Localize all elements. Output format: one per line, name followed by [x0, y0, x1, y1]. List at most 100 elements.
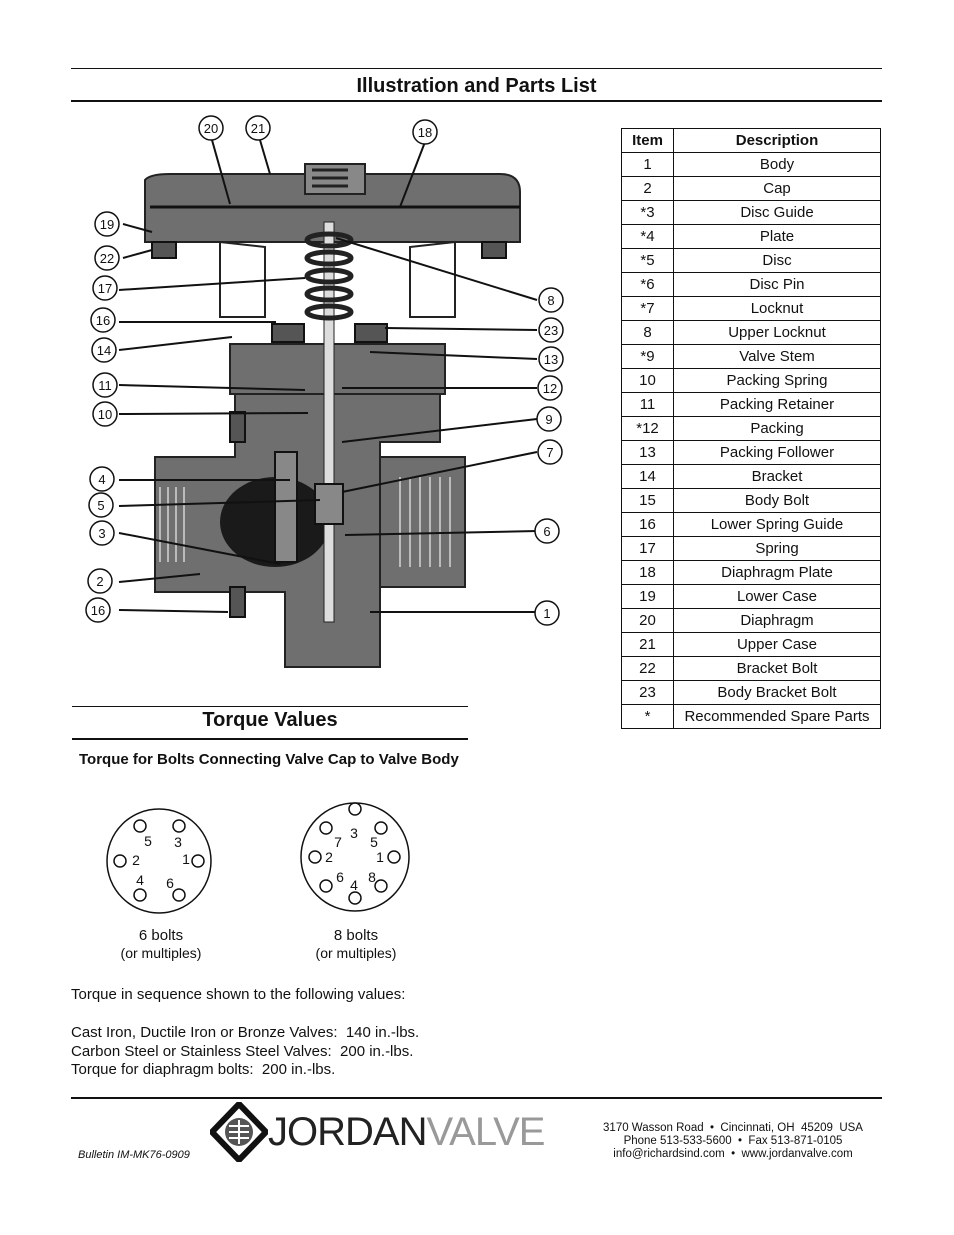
item-number: *12 — [621, 416, 674, 441]
column-header-item: Item — [621, 128, 674, 153]
item-number: *6 — [621, 272, 674, 297]
item-number: 20 — [621, 608, 674, 633]
six-bolt-caption: 6 bolts — [138, 927, 184, 944]
item-number: 10 — [621, 368, 674, 393]
item-description: Disc — [673, 248, 881, 273]
svg-text:4: 4 — [136, 872, 144, 888]
footer-rule — [71, 1097, 882, 1099]
item-number: 22 — [621, 656, 674, 681]
item-number: 23 — [621, 680, 674, 705]
item-description: Body Bracket Bolt — [673, 680, 881, 705]
top-rule — [71, 68, 882, 69]
six-bolt-caption-sub: (or multiples) — [120, 945, 202, 961]
callout-7: 7 — [546, 445, 553, 460]
svg-text:5: 5 — [144, 833, 152, 849]
callout-1: 1 — [543, 606, 550, 621]
item-number: 16 — [621, 512, 674, 537]
bulletin-number: Bulletin IM-MK76-0909 — [78, 1149, 190, 1161]
svg-text:5: 5 — [370, 834, 378, 850]
item-description: Lower Spring Guide — [673, 512, 881, 537]
svg-text:2: 2 — [132, 852, 140, 868]
footer-contact: info@richardsind.com • www.jordanvalve.c… — [613, 1148, 853, 1160]
torque-line-cast-iron: Cast Iron, Ductile Iron or Bronze Valves… — [71, 1024, 420, 1041]
callout-21: 21 — [251, 121, 265, 136]
table-row: *Recommended Spare Parts — [621, 704, 881, 729]
callout-16b: 16 — [91, 603, 105, 618]
item-description: Body — [673, 152, 881, 177]
item-description: Diaphragm — [673, 608, 881, 633]
torque-intro: Torque in sequence shown to the followin… — [71, 986, 406, 1003]
svg-text:6: 6 — [336, 869, 344, 885]
callout-13: 13 — [544, 352, 558, 367]
six-bolt-pattern: 1 2 3 4 5 6 — [106, 808, 212, 914]
item-number: *9 — [621, 344, 674, 369]
torque-title-underline — [72, 738, 468, 740]
item-description: Locknut — [673, 296, 881, 321]
brand-valve: VALVE — [426, 1110, 545, 1154]
brand-jordan: JORDAN — [268, 1110, 427, 1154]
callout-8: 8 — [547, 293, 554, 308]
item-description: Packing — [673, 416, 881, 441]
eight-bolt-pattern: 1 2 3 4 5 6 7 8 — [300, 802, 410, 912]
item-number: *7 — [621, 296, 674, 321]
item-description: Plate — [673, 224, 881, 249]
svg-text:4: 4 — [350, 877, 358, 893]
callout-14: 14 — [97, 343, 111, 358]
table-header-row: Item Description — [621, 128, 881, 153]
svg-text:7: 7 — [334, 834, 342, 850]
callout-10: 10 — [98, 407, 112, 422]
item-number: 14 — [621, 464, 674, 489]
item-description: Packing Retainer — [673, 392, 881, 417]
torque-line-diaphragm: Torque for diaphragm bolts: 200 in.-lbs. — [71, 1061, 336, 1078]
item-description: Packing Spring — [673, 368, 881, 393]
item-description: Bracket — [673, 464, 881, 489]
torque-line-carbon-steel: Carbon Steel or Stainless Steel Valves: … — [71, 1043, 414, 1060]
svg-text:2: 2 — [325, 849, 333, 865]
callout-5: 5 — [97, 498, 104, 513]
callout-19: 19 — [100, 217, 114, 232]
callout-23: 23 — [544, 323, 558, 338]
item-number: *3 — [621, 200, 674, 225]
jordan-valve-wordmark: JORDANVALVE — [268, 1110, 545, 1155]
callout-2: 2 — [96, 574, 103, 589]
callout-6: 6 — [543, 524, 550, 539]
callout-18: 18 — [418, 125, 432, 140]
column-header-description: Description — [673, 128, 881, 153]
item-description: Upper Case — [673, 632, 881, 657]
svg-text:1: 1 — [182, 851, 190, 867]
title-underline — [71, 100, 882, 102]
item-description: Packing Follower — [673, 440, 881, 465]
svg-text:6: 6 — [166, 875, 174, 891]
callout-4: 4 — [98, 472, 105, 487]
svg-text:3: 3 — [174, 834, 182, 850]
item-number: * — [621, 704, 674, 729]
item-number: 11 — [621, 392, 674, 417]
item-description: Spring — [673, 536, 881, 561]
item-description: Cap — [673, 176, 881, 201]
item-number: 15 — [621, 488, 674, 513]
callout-12: 12 — [543, 381, 557, 396]
eight-bolt-caption-sub: (or multiples) — [315, 945, 397, 961]
jordan-valve-logo-mark — [210, 1102, 268, 1162]
footer-address: 3170 Wasson Road • Cincinnati, OH 45209 … — [603, 1122, 863, 1134]
item-description: Upper Locknut — [673, 320, 881, 345]
item-number: 21 — [621, 632, 674, 657]
torque-subtitle: Torque for Bolts Connecting Valve Cap to… — [79, 751, 459, 768]
